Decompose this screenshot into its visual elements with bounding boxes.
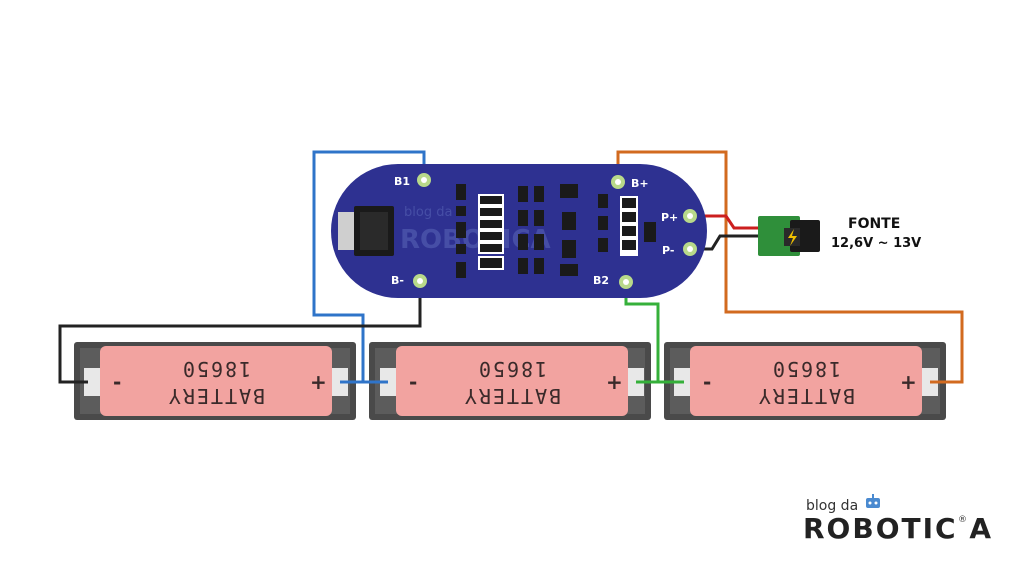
pin-b-plus-label: B+ bbox=[631, 177, 649, 190]
lightning-icon bbox=[788, 229, 797, 246]
battery-1-minus: - bbox=[113, 370, 121, 394]
bms-board: blog da ROBOTICA bbox=[331, 164, 707, 298]
pin-b2: B2 bbox=[593, 274, 633, 289]
battery-1-label: BATTERY bbox=[167, 384, 265, 408]
battery-3-label: BATTERY bbox=[757, 384, 855, 408]
battery-1: - + BATTERY 18650 bbox=[74, 342, 356, 420]
battery-3-model: 18650 bbox=[771, 357, 841, 381]
pin-p-minus: P- bbox=[662, 242, 697, 257]
blog-logo: blog da ROBOTIC A ® bbox=[803, 494, 993, 545]
battery-2-minus: - bbox=[409, 370, 417, 394]
battery-3: - + BATTERY 18650 bbox=[664, 342, 946, 420]
pin-p-plus-label: P+ bbox=[661, 211, 678, 224]
logo-registered: ® bbox=[958, 515, 967, 525]
robot-icon bbox=[866, 494, 880, 508]
pin-b1: B1 bbox=[394, 173, 431, 188]
battery-1-model: 18650 bbox=[181, 357, 251, 381]
logo-small-text: blog da bbox=[806, 498, 858, 514]
pin-b1-label: B1 bbox=[394, 175, 410, 188]
battery-2-label: BATTERY bbox=[463, 384, 561, 408]
battery-2: - + BATTERY 18650 bbox=[369, 342, 651, 420]
wire-red-p-plus bbox=[690, 214, 760, 230]
pin-p-plus: P+ bbox=[661, 209, 697, 224]
battery-3-plus: + bbox=[900, 370, 917, 394]
battery-3-minus: - bbox=[703, 370, 711, 394]
bms-mosfet bbox=[338, 206, 394, 256]
bms-watermark-small: blog da bbox=[404, 205, 452, 220]
logo-big-text: ROBOTIC A bbox=[803, 512, 993, 545]
power-title: FONTE bbox=[848, 216, 900, 232]
battery-2-plus: + bbox=[606, 370, 623, 394]
pin-b2-label: B2 bbox=[593, 274, 609, 287]
bms-watermark-big: ROBOTICA bbox=[400, 225, 551, 255]
pin-b-minus-label: B- bbox=[391, 274, 404, 287]
battery-1-plus: + bbox=[310, 370, 327, 394]
pin-b-plus: B+ bbox=[611, 175, 649, 190]
pin-p-minus-label: P- bbox=[662, 244, 674, 257]
power-jack bbox=[758, 216, 820, 256]
pin-b-minus: B- bbox=[391, 274, 427, 288]
power-range: 12,6V ~ 13V bbox=[831, 236, 921, 251]
battery-2-model: 18650 bbox=[477, 357, 547, 381]
bms-components bbox=[456, 184, 656, 278]
